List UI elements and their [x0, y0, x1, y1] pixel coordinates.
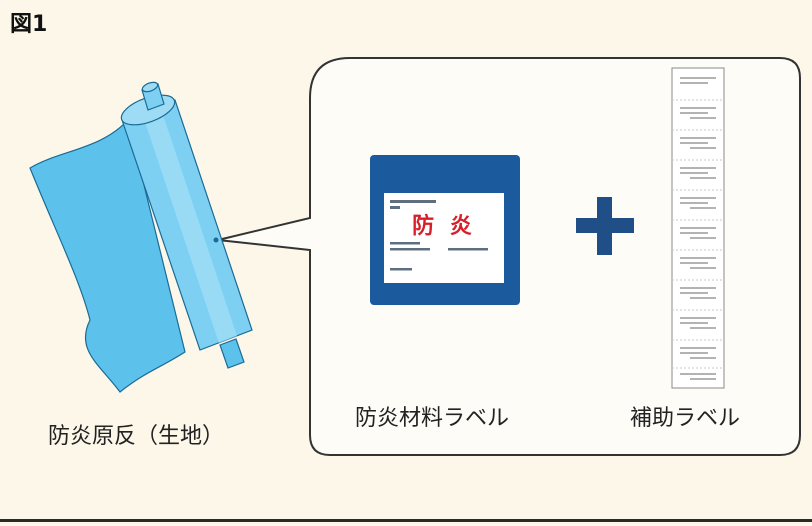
material-label-card: 防 炎 — [370, 155, 520, 305]
auxiliary-label-strip — [671, 67, 725, 389]
fabric-roll-icon — [29, 81, 253, 393]
bottom-divider — [0, 519, 812, 522]
figure-title: 図1 — [10, 12, 48, 37]
material-label-caption: 防炎材料ラベル — [355, 406, 510, 431]
auxiliary-label-caption: 補助ラベル — [630, 406, 741, 431]
label-stamp-text: 防 炎 — [412, 214, 476, 239]
fabric-caption: 防炎原反（生地） — [48, 424, 225, 449]
figure-illustration: 防 炎 — [29, 57, 801, 456]
plus-icon — [576, 197, 634, 255]
fabric-sheet — [29, 118, 186, 393]
